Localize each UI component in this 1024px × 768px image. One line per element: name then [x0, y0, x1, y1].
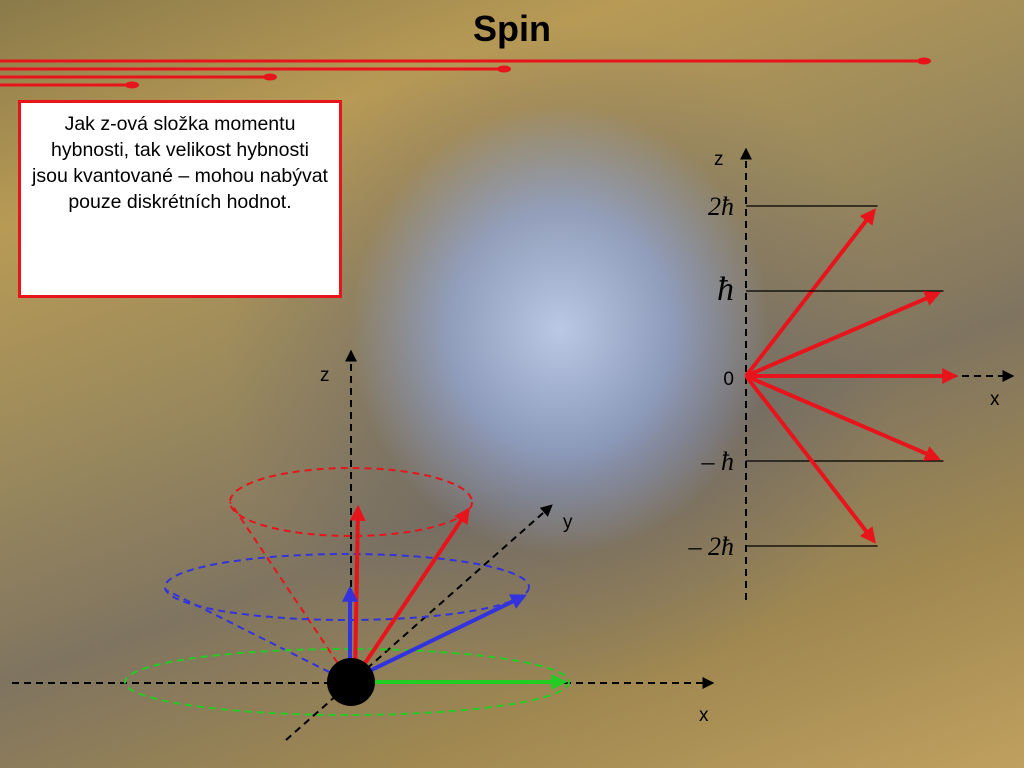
level-vector: [745, 291, 941, 378]
axis-z-3d-label: z: [320, 365, 330, 386]
spin-quantization-diagram: z x 2ħ ħ 0 – ħ – 2ħ: [688, 147, 1015, 600]
axis-x-2d-label: x: [990, 389, 1000, 410]
title-decoration-lines: [0, 57, 931, 89]
axis-z-2d-label: z: [714, 149, 724, 170]
level-vector: [744, 208, 876, 378]
cone-red-ellipse: [229, 467, 473, 537]
particle: [327, 658, 375, 706]
level-vector: [745, 374, 941, 461]
axis-y-3d-label: y: [563, 512, 573, 533]
vector-blue-tilted: [354, 594, 527, 680]
level-label: – ħ: [701, 447, 735, 476]
cone-green-ellipse: [124, 648, 570, 716]
level-label: – 2ħ: [688, 532, 735, 561]
axis-y-3d: [285, 504, 553, 741]
spin-3d-diagram: z y x: [12, 349, 715, 741]
info-box: Jak z-ová složka momentu hybnosti, tak v…: [18, 100, 342, 298]
level-label: ħ: [717, 271, 734, 308]
vector-red-tilted: [353, 507, 470, 680]
axis-x-3d-label: x: [699, 705, 709, 726]
level-vector: [744, 374, 876, 544]
level-group: 2ħ ħ 0 – ħ – 2ħ: [688, 192, 959, 561]
level-label: 0: [723, 369, 734, 390]
level-label: 2ħ: [708, 192, 734, 221]
vector-red-z: [349, 504, 366, 679]
info-box-text: Jak z-ová složka momentu hybnosti, tak v…: [32, 113, 328, 213]
slide-title: Spin: [473, 8, 551, 49]
cone-blue-ellipse: [164, 553, 530, 621]
